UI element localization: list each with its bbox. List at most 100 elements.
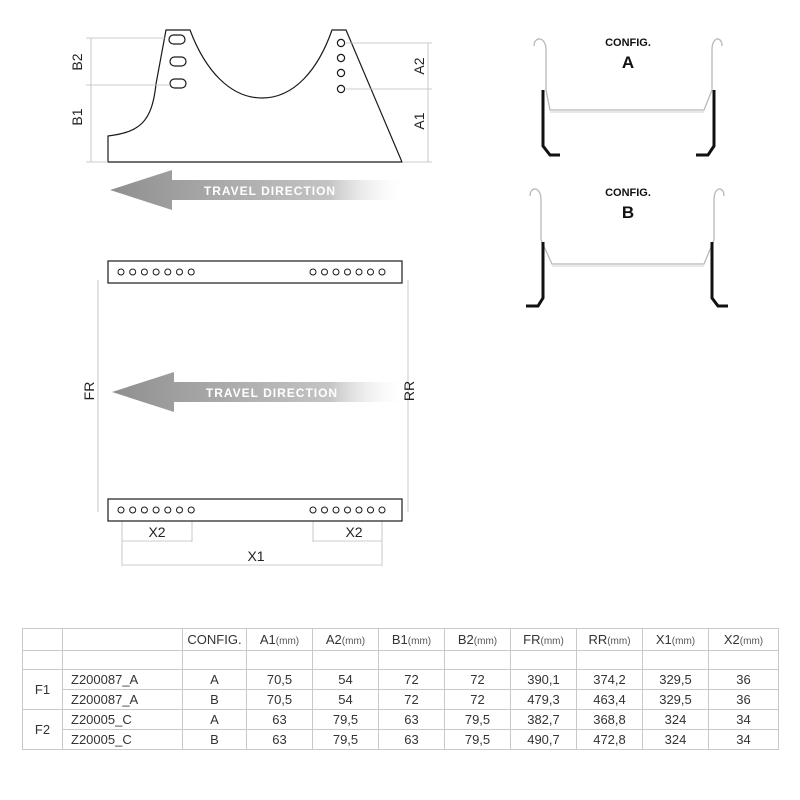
rr-cell: 368,8	[576, 709, 643, 730]
rail-hole	[176, 268, 183, 276]
config-b-left-bracket	[526, 242, 545, 308]
side-bracket-view: B2 B1 A2 A1	[69, 29, 432, 163]
rail-hole	[129, 268, 137, 276]
column-header	[62, 628, 183, 651]
column-header-unit: (mm)	[540, 636, 564, 647]
column-header-unit: (mm)	[341, 636, 366, 647]
product-code-cell: Z20005_C	[62, 729, 183, 750]
config-cell: A	[182, 709, 247, 730]
x1-cell: 329,5	[642, 669, 709, 690]
column-header: FR(mm)	[510, 628, 577, 651]
config-b-wire	[529, 188, 725, 265]
x2-cell: 34	[708, 709, 779, 730]
column-header-label: B2	[457, 632, 474, 647]
a1-cell: 63	[246, 729, 313, 750]
x1-cell: 324	[642, 729, 709, 750]
product-code-cell: Z20005_C	[62, 709, 183, 730]
rail-hole	[367, 506, 374, 514]
b1-cell: 72	[378, 669, 445, 690]
rail-hole	[321, 506, 328, 514]
dimension-label-a2: A2	[411, 57, 427, 74]
fr-cell: 479,3	[510, 689, 577, 710]
column-header: X1(mm)	[642, 628, 709, 651]
technical-drawing: B2 B1 A2 A1 TRAVEL DIRECTION FR RR X2 X2…	[69, 29, 728, 566]
config-b-right-bracket	[710, 242, 728, 308]
group-name-cell: F2	[22, 709, 63, 750]
column-header: B1(mm)	[378, 628, 445, 651]
x2-cell: 34	[708, 729, 779, 750]
rail-hole	[129, 506, 137, 514]
rail-hole	[164, 268, 172, 276]
config-a-right-bracket	[696, 90, 716, 157]
rail-hole	[355, 506, 363, 514]
config-cell: B	[182, 729, 247, 750]
rr-cell: 463,4	[576, 689, 643, 710]
a2-cell: 54	[312, 669, 379, 690]
rail-hole	[309, 268, 317, 276]
column-header: X2(mm)	[708, 628, 779, 651]
config-b-caption: CONFIG.	[605, 187, 651, 199]
config-a-left-bracket	[541, 90, 560, 157]
fr-cell: 382,7	[510, 709, 577, 730]
b2-cell: 72	[444, 689, 511, 710]
b2-cell: 79,5	[444, 729, 511, 750]
column-header-unit: (mm)	[739, 636, 764, 647]
rail-hole	[117, 506, 125, 514]
column-header-label: X2	[723, 632, 740, 647]
config-b-profile: CONFIG. B	[526, 187, 728, 308]
spec-table: CONFIG.A1(mm)A2(mm)B1(mm)B2(mm)FR(mm)RR(…	[22, 628, 779, 750]
fr-cell: 490,7	[510, 729, 577, 750]
column-header: RR(mm)	[576, 628, 643, 651]
a1-cell: 70,5	[246, 689, 313, 710]
slot-holes	[168, 34, 187, 89]
x2-cell: 36	[708, 689, 779, 710]
travel-direction-label: TRAVEL DIRECTION	[204, 184, 336, 198]
dimension-label-rr: RR	[401, 381, 417, 401]
rail-hole	[117, 268, 125, 276]
mount-hole	[336, 38, 346, 48]
slot-hole	[169, 78, 187, 89]
a2-cell: 79,5	[312, 729, 379, 750]
rail-hole	[152, 506, 160, 514]
rail-hole	[152, 268, 160, 276]
a1-cell: 70,5	[246, 669, 313, 690]
rail-hole	[378, 268, 386, 276]
mount-holes	[336, 38, 346, 94]
b1-cell: 63	[378, 729, 445, 750]
column-header	[22, 628, 63, 651]
rail-hole	[344, 506, 351, 514]
dimension-label-b1: B1	[69, 108, 85, 125]
mount-hole	[336, 84, 346, 94]
front-rail	[107, 260, 403, 284]
column-header-unit: (mm)	[407, 636, 432, 647]
product-code-cell: Z200087_A	[62, 689, 183, 710]
fr-cell: 390,1	[510, 669, 577, 690]
dimension-label-x1: X1	[247, 548, 264, 564]
group-name-cell: F1	[22, 669, 63, 710]
config-a-letter: A	[622, 53, 634, 72]
top-dimension-lines	[97, 280, 409, 566]
rail-hole	[344, 268, 351, 276]
b1-cell: 72	[378, 689, 445, 710]
rail-hole	[321, 268, 328, 276]
mount-hole	[336, 53, 346, 63]
x2-cell: 36	[708, 669, 779, 690]
travel-direction-arrow: TRAVEL DIRECTION	[110, 170, 402, 210]
travel-direction-arrow-top: TRAVEL DIRECTION	[112, 372, 402, 412]
rail-hole	[355, 268, 363, 276]
a1-cell: 63	[246, 709, 313, 730]
top-rails-view: FR RR X2 X2 X1	[81, 260, 417, 566]
rail-hole	[187, 268, 195, 276]
rail-hole	[332, 506, 340, 514]
column-header-label: A1	[259, 632, 276, 647]
mount-hole	[336, 68, 346, 78]
config-b-letter: B	[622, 203, 634, 222]
config-a-wire	[533, 38, 723, 111]
b2-cell: 72	[444, 669, 511, 690]
rear-rail	[107, 498, 403, 522]
rr-cell: 374,2	[576, 669, 643, 690]
